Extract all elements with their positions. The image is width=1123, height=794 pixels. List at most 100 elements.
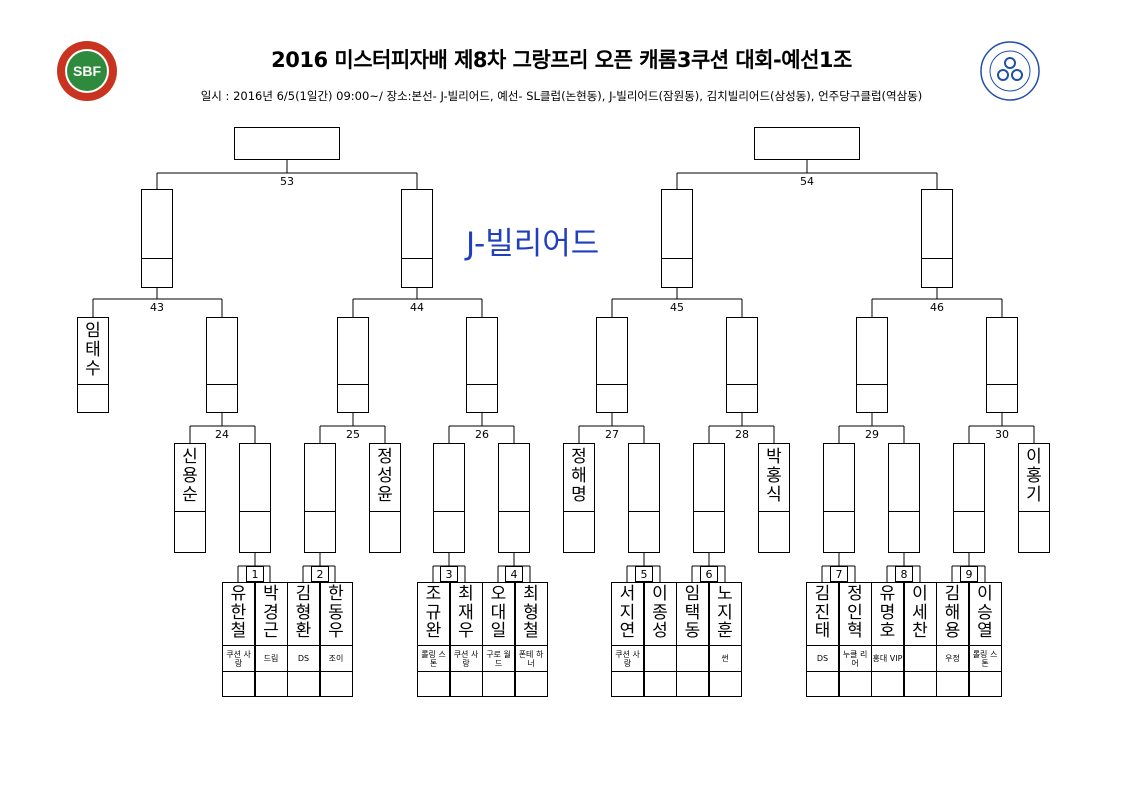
match-number-box [440,566,458,582]
player-score [806,671,839,697]
player-club [643,645,677,672]
player-name: 박 경 근 [254,582,288,646]
round2-slot [888,443,920,553]
player-name: 노 지 훈 [708,582,742,646]
player-name: 서 지 연 [611,582,644,646]
round2-slot [433,443,465,553]
player-club: 롤링 스톤 [417,645,450,672]
match-number: 3 [445,568,453,581]
event-info: 일시 : 2016년 6/5(1일간) 09:00~/ 장소:본선- J-빌리어… [200,89,923,103]
match-number-box [830,566,848,582]
round3-slot [206,317,238,413]
player-name: 최 재 우 [449,582,483,646]
match-number-box [895,566,913,582]
match-number: 1 [251,568,259,581]
semi-slot [661,189,693,288]
player-score [871,671,904,697]
seeded-slot: 정 성 윤 [369,443,401,553]
player-club: DS [806,645,839,672]
player-club: 구로 월드 [482,645,515,672]
venue-label: J-빌리어드 [466,226,600,262]
player-name: 최 형 철 [514,582,548,646]
player-name: 이 세 찬 [903,582,937,646]
player-score [643,671,677,697]
seeded-player-name: 박 홍 식 [766,447,782,505]
page-title: 2016 미스터피자배 제8차 그랑프리 오픈 캐롬3쿠션 대회-예선1조 [271,48,852,72]
round2-slot [628,443,660,553]
round2-slot [823,443,855,553]
final-slot [754,127,860,160]
seeded-slot: 정 해 명 [563,443,595,553]
player-score [319,671,353,697]
semi-slot [921,189,953,288]
semi-slot [401,189,433,288]
match-number-box [311,566,329,582]
match-number: 24 [215,428,229,441]
round2-slot [304,443,336,553]
match-number: 4 [510,568,518,581]
player-name: 임 택 동 [676,582,709,646]
player-score [838,671,872,697]
player-score [287,671,320,697]
player-score [903,671,937,697]
round3-slot [726,317,758,413]
match-number-box [635,566,653,582]
player-score [611,671,644,697]
player-score [449,671,483,697]
player-name: 정 인 혁 [838,582,872,646]
player-name: 한 동 우 [319,582,353,646]
player-score [968,671,1002,697]
match-number: 8 [900,568,908,581]
player-score [514,671,548,697]
player-score [676,671,709,697]
match-number: 53 [280,175,294,188]
logo-left-text: SBF [73,63,101,79]
round3-slot [856,317,888,413]
player-club: 쿠션 사랑 [611,645,644,672]
seeded-slot: 신 용 순 [174,443,206,553]
player-score [254,671,288,697]
match-number: 29 [865,428,879,441]
round3-slot [337,317,369,413]
player-name: 오 대 일 [482,582,515,646]
player-name: 김 진 태 [806,582,839,646]
round3-slot [466,317,498,413]
seeded-player-name: 신 용 순 [182,447,198,505]
match-number: 46 [930,301,944,314]
round2-slot [953,443,985,553]
seeded-slot: 임 태 수 [77,317,109,413]
player-name: 이 승 열 [968,582,1002,646]
match-number: 26 [475,428,489,441]
round3-slot [986,317,1018,413]
sbf-logo: SBF [56,40,118,102]
player-club: 썬 [708,645,742,672]
round3-slot [596,317,628,413]
player-name: 유 명 호 [871,582,904,646]
match-number: 2 [316,568,324,581]
player-name: 조 규 완 [417,582,450,646]
player-club: 우정 [936,645,969,672]
round2-slot [498,443,530,553]
match-number-box [505,566,523,582]
player-score [708,671,742,697]
match-number: 30 [995,428,1009,441]
match-number: 7 [835,568,843,581]
player-score [482,671,515,697]
match-number: 45 [670,301,684,314]
seeded-player-name: 정 해 명 [571,447,587,505]
match-number: 6 [705,568,713,581]
player-club: 쿠션 사랑 [449,645,483,672]
match-number: 43 [150,301,164,314]
player-club: DS [287,645,320,672]
player-club [903,645,937,672]
player-score [936,671,969,697]
player-score [417,671,450,697]
match-number: 28 [735,428,749,441]
player-club: 쿠션 사랑 [222,645,255,672]
match-number: 5 [640,568,648,581]
final-slot [234,127,340,160]
match-number: 25 [346,428,360,441]
seoul-sports-logo [980,41,1040,101]
round2-slot [239,443,271,553]
seeded-slot: 이 홍 기 [1018,443,1050,553]
